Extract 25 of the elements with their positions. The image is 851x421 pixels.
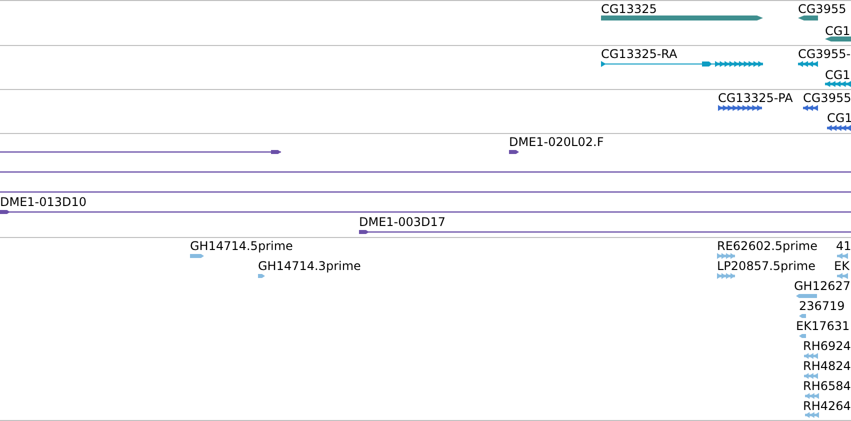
feature-label: DME1-013D10 <box>0 195 87 209</box>
feature-label: 41 <box>836 239 851 253</box>
feature-label: CG13325-PA <box>718 91 793 105</box>
feature-label: GH12627 <box>794 279 850 293</box>
feature-label: GH14714.3prime <box>258 259 361 273</box>
feature-label: CG1 <box>827 111 851 125</box>
feature-label: GH14714.5prime <box>190 239 293 253</box>
feature-label: RH4264 <box>803 399 851 413</box>
feature-label: LP20857.5prime <box>717 259 816 273</box>
feature-label: CG1 <box>825 24 850 38</box>
feature-label: EK17631 <box>796 319 850 333</box>
feature-label: CG13325-RA <box>601 47 678 61</box>
feature-label: CG13325 <box>601 2 657 16</box>
feature-label: DME1-003D17 <box>359 215 446 229</box>
feature-label: 236719 <box>799 299 845 313</box>
feature-label: RH6584 <box>803 379 851 393</box>
feature-label: RH4824 <box>803 359 851 373</box>
feature-label: CG3955 <box>803 91 851 105</box>
feature-label: DME1-020L02.F <box>509 135 604 149</box>
feature-label: EK <box>834 259 850 273</box>
feature-label: CG3955- <box>798 47 851 61</box>
feature-label: CG1 <box>825 68 850 82</box>
feature-label: CG3955 <box>798 2 846 16</box>
feature-label: RH6924 <box>803 339 851 353</box>
feature-label: RE62602.5prime <box>717 239 818 253</box>
